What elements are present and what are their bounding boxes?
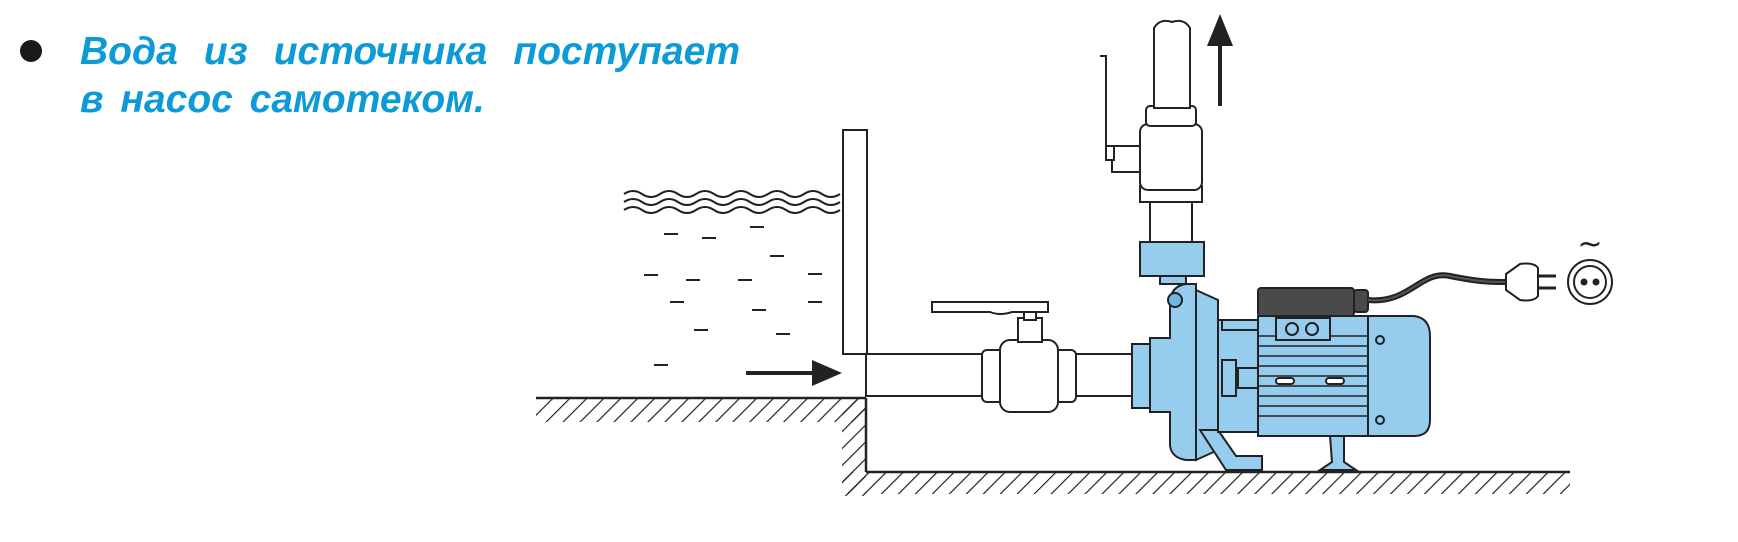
flow-out-arrow <box>1207 14 1233 106</box>
reservoir-wall <box>842 129 868 355</box>
caption-block: Вода из источника поступает в насос само… <box>20 28 740 124</box>
bullet-icon <box>20 40 42 62</box>
discharge-pipe <box>1100 19 1203 243</box>
water-body <box>644 226 822 366</box>
pump-outlet <box>1139 241 1205 277</box>
water-surface <box>623 190 841 214</box>
pump-motor <box>1257 287 1431 471</box>
ground <box>536 396 1570 496</box>
flow-in-arrow <box>746 360 842 386</box>
caption-text: Вода из источника поступает в насос само… <box>80 30 740 121</box>
pump-coupling <box>1217 319 1261 433</box>
wall-socket <box>1567 259 1613 305</box>
power-plug <box>1505 262 1556 302</box>
power-cable <box>1367 272 1509 304</box>
ac-symbol: ~ <box>1577 227 1602 262</box>
suction-ball-valve <box>931 301 1077 413</box>
